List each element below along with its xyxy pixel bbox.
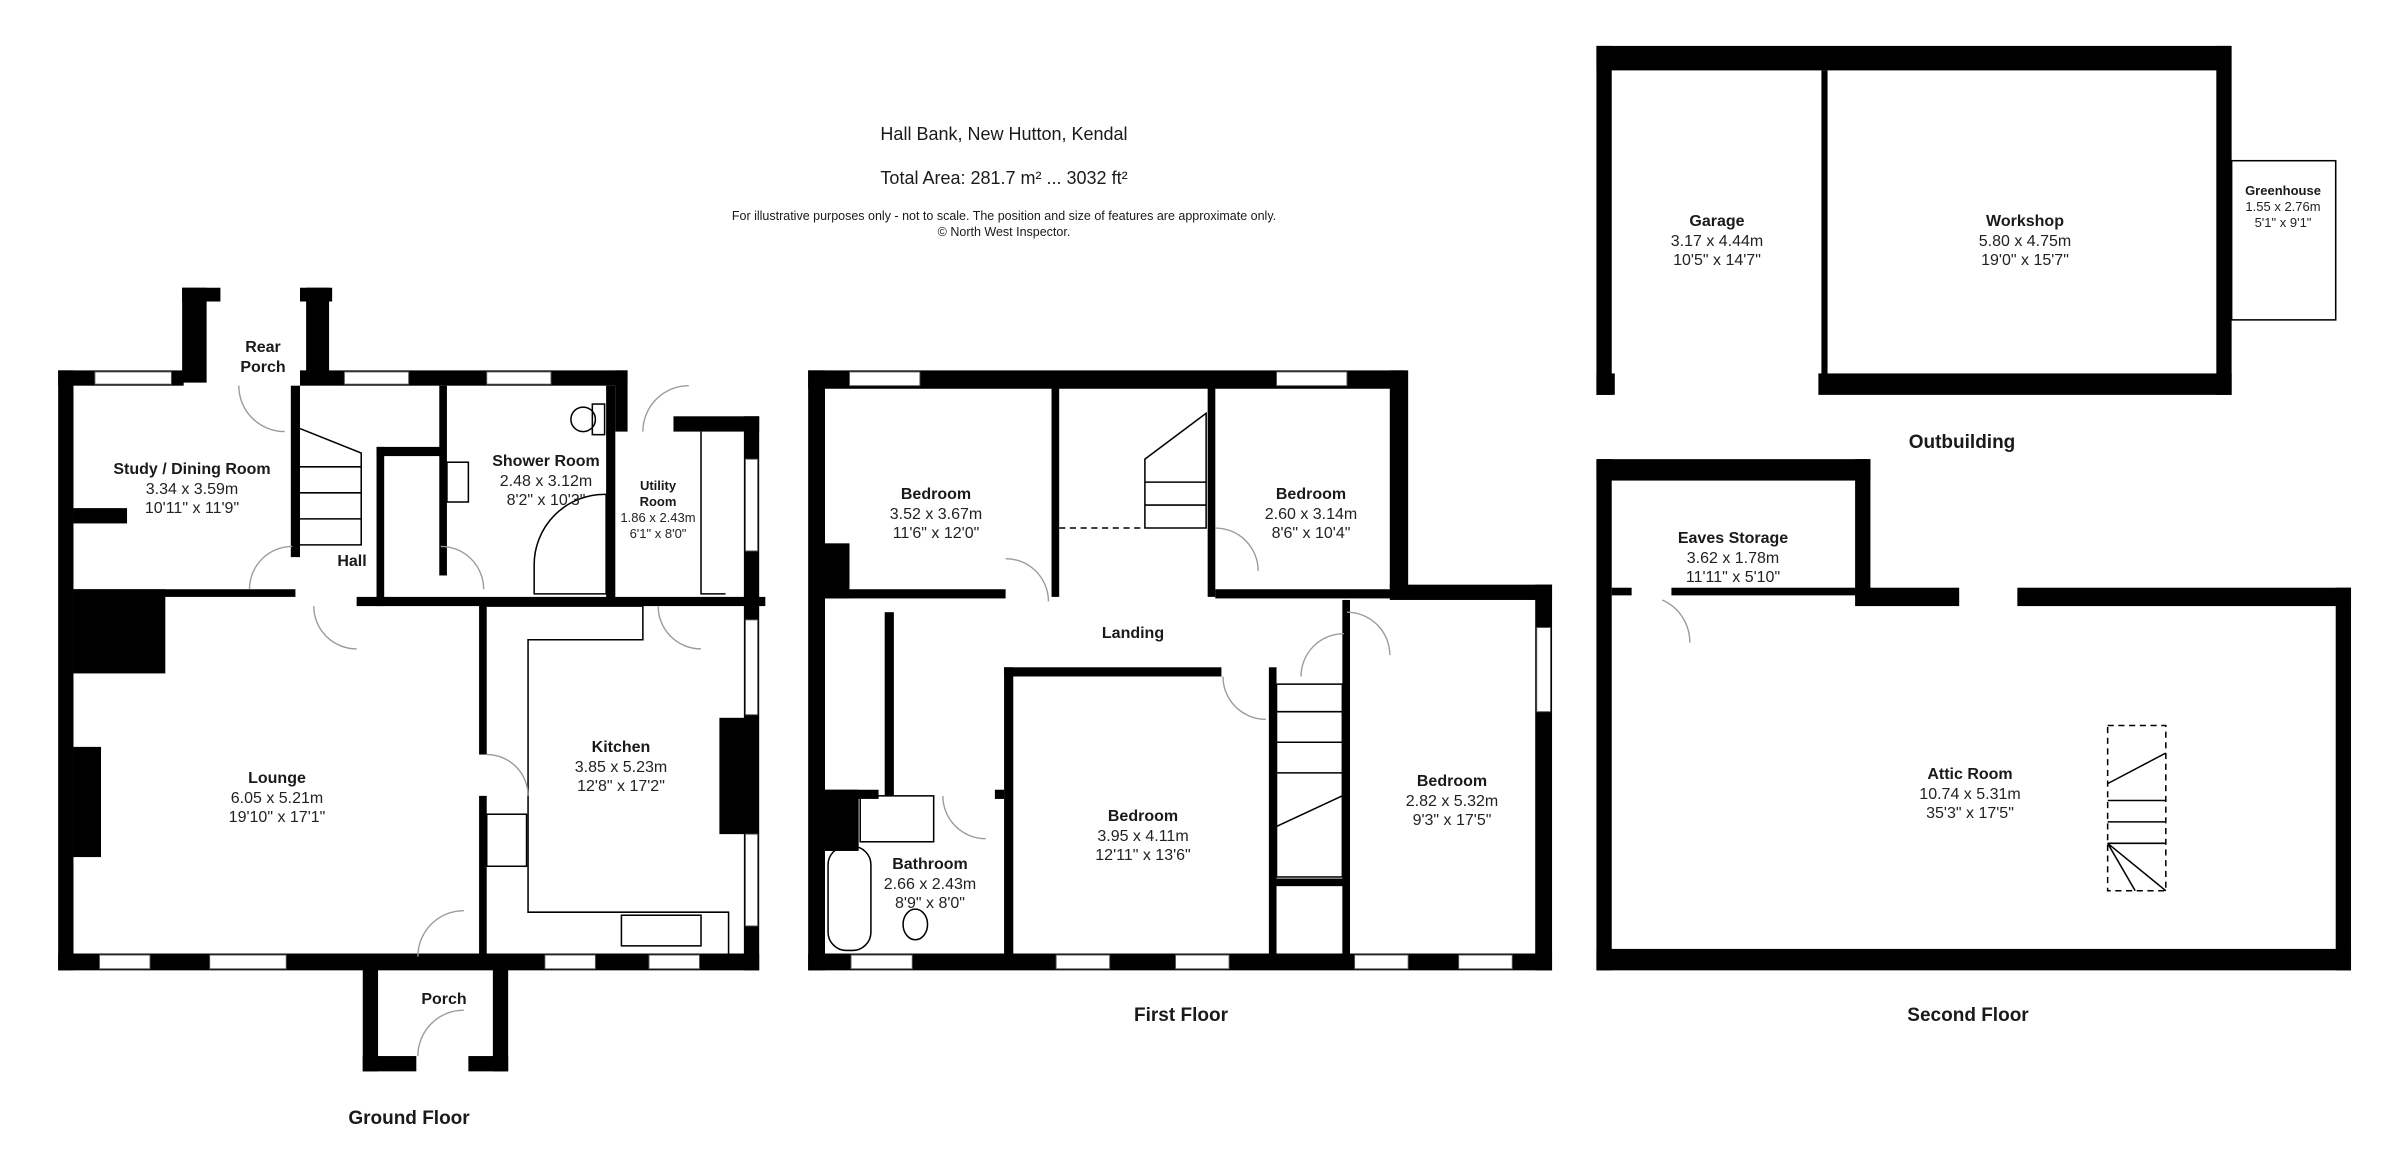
room-name: Eaves Storage [1677, 530, 1789, 547]
room-imperial: 11'11" x 5'10" [1685, 569, 1781, 587]
room-metric: 2.82 x 5.32m [1405, 792, 1499, 810]
room-name: Rear Porch [240, 339, 286, 376]
room-metric: 1.55 x 2.76m [2245, 198, 2321, 214]
room-metric: 2.60 x 3.14m [1264, 505, 1358, 523]
room-name: Porch [421, 991, 467, 1008]
room-bedroom-4: Bedroom 2.82 x 5.32m 9'3" x 17'5" [1406, 772, 1499, 831]
outbuilding-walls [1596, 45, 2232, 395]
room-kitchen: Kitchen 3.85 x 5.23m 12'8" x 17'2" [575, 738, 668, 797]
room-imperial: 19'10" x 17'1" [228, 809, 326, 827]
room-name: Hall [337, 553, 367, 570]
room-imperial: 11'6" x 12'0" [892, 525, 980, 543]
room-name: Attic Room [1927, 766, 2013, 783]
room-name: Lounge [248, 770, 306, 787]
disclaimer: For illustrative purposes only - not to … [732, 209, 1276, 240]
floor-label-first: First Floor [1134, 1005, 1228, 1026]
room-metric: 10.74 x 5.31m [1919, 785, 2021, 803]
room-metric: 1.86 x 2.43m [620, 509, 696, 525]
room-metric: 5.80 x 4.75m [1978, 232, 2072, 250]
room-lounge: Lounge 6.05 x 5.21m 19'10" x 17'1" [229, 769, 326, 828]
room-study-dining: Study / Dining Room 3.34 x 3.59m 10'11" … [113, 460, 270, 519]
room-metric: 2.48 x 3.12m [499, 472, 593, 490]
room-metric: 6.05 x 5.21m [230, 789, 324, 807]
room-name: Bedroom [1107, 808, 1179, 825]
room-metric: 3.85 x 5.23m [574, 758, 668, 776]
room-imperial: 12'11" x 13'6" [1095, 847, 1191, 865]
room-metric: 3.95 x 4.11m [1097, 827, 1189, 845]
room-name: Study / Dining Room [113, 461, 271, 478]
room-shower: Shower Room 2.48 x 3.12m 8'2" x 10'3" [492, 452, 600, 511]
room-name: Bedroom [1275, 486, 1347, 503]
room-name: Bathroom [892, 856, 968, 873]
room-imperial: 35'3" x 17'5" [1926, 805, 2014, 823]
room-greenhouse: Greenhouse 1.55 x 2.76m 5'1" x 9'1" [2245, 183, 2321, 231]
room-name: Garage [1689, 213, 1745, 230]
room-imperial: 9'3" x 17'5" [1412, 812, 1492, 830]
room-name: Workshop [1986, 213, 2064, 230]
floor-label-outbuilding: Outbuilding [1908, 432, 2016, 453]
room-garage: Garage 3.17 x 4.44m 10'5" x 14'7" [1671, 212, 1764, 271]
room-attic: Attic Room 10.74 x 5.31m 35'3" x 17'5" [1919, 765, 2020, 824]
room-name: Kitchen [591, 739, 651, 756]
room-name: Shower Room [492, 453, 600, 470]
room-landing: Landing [1102, 624, 1164, 644]
ground-floor-walls [58, 287, 766, 1072]
copyright-line: © North West Inspector. [937, 224, 1071, 239]
room-name: Landing [1101, 625, 1165, 642]
room-hall: Hall [337, 552, 366, 572]
room-bedroom-2: Bedroom 2.60 x 3.14m 8'6" x 10'4" [1265, 485, 1358, 544]
room-bathroom: Bathroom 2.66 x 2.43m 8'9" x 8'0" [884, 855, 977, 914]
room-bedroom-3: Bedroom 3.95 x 4.11m 12'11" x 13'6" [1095, 807, 1190, 866]
room-metric: 2.66 x 2.43m [883, 875, 977, 893]
first-floor-walls [808, 370, 1553, 971]
room-imperial: 5'1" x 9'1" [2254, 214, 2312, 230]
room-eaves-storage: Eaves Storage 3.62 x 1.78m 11'11" x 5'10… [1678, 529, 1788, 588]
second-floor-walls [1596, 459, 2352, 971]
room-workshop: Workshop 5.80 x 4.75m 19'0" x 15'7" [1979, 212, 2072, 271]
floor-label-second: Second Floor [1907, 1005, 2029, 1026]
room-porch: Porch [421, 990, 466, 1010]
room-imperial: 19'0" x 15'7" [1981, 252, 2069, 270]
room-metric: 3.62 x 1.78m [1686, 549, 1780, 567]
room-imperial: 12'8" x 17'2" [577, 778, 665, 796]
disclaimer-line-1: For illustrative purposes only - not to … [731, 209, 1277, 223]
total-area: Total Area: 281.7 m² ... 3032 ft² [880, 168, 1128, 188]
room-utility: Utility Room 1.86 x 2.43m 6'1" x 8'0" [620, 478, 695, 541]
room-metric: 3.52 x 3.67m [889, 505, 983, 523]
room-name: Bedroom [900, 486, 972, 503]
room-imperial: 8'9" x 8'0" [895, 895, 965, 913]
room-rear-porch: Rear Porch [233, 338, 293, 377]
room-imperial: 8'6" x 10'4" [1271, 525, 1351, 543]
room-name: Greenhouse [2245, 183, 2321, 198]
property-title: Hall Bank, New Hutton, Kendal [880, 124, 1128, 144]
room-imperial: 10'5" x 14'7" [1673, 252, 1761, 270]
room-name: Bedroom [1416, 773, 1488, 790]
room-imperial: 6'1" x 8'0" [629, 525, 687, 541]
room-imperial: 8'2" x 10'3" [506, 492, 586, 510]
room-imperial: 10'11" x 11'9" [144, 500, 240, 518]
floor-label-ground: Ground Floor [348, 1108, 470, 1129]
room-name: Utility Room [639, 478, 677, 509]
room-bedroom-1: Bedroom 3.52 x 3.67m 11'6" x 12'0" [890, 485, 983, 544]
room-metric: 3.34 x 3.59m [145, 480, 239, 498]
room-metric: 3.17 x 4.44m [1670, 232, 1764, 250]
